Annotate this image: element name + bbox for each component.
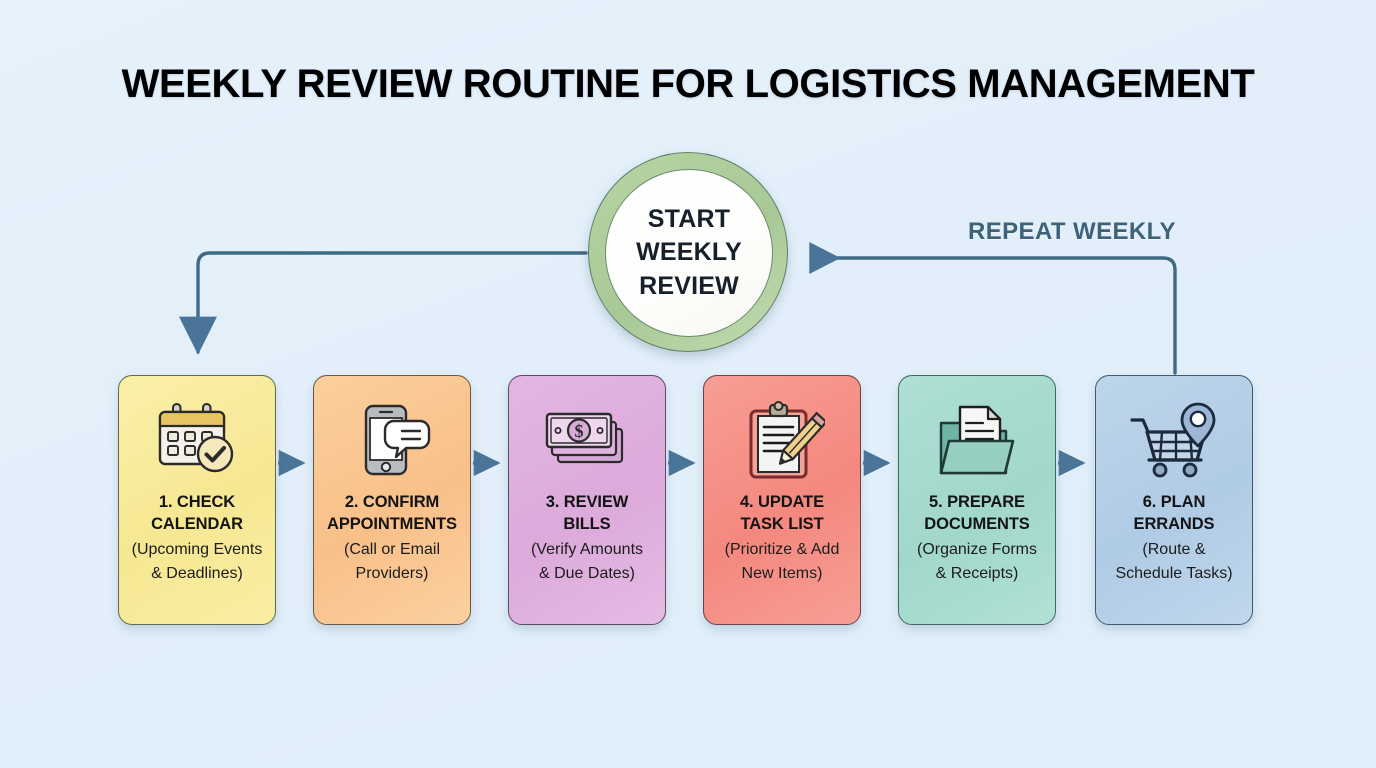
step-6-subtitle-line-2: Schedule Tasks) bbox=[1115, 565, 1233, 583]
step-5-title-line-1: 5. PREPARE bbox=[929, 493, 1025, 511]
calendar-check-icon bbox=[149, 398, 245, 484]
step-6-subtitle-line-1: (Route & bbox=[1142, 540, 1206, 558]
step-6-title-line-1: 6. PLAN bbox=[1142, 493, 1206, 511]
step-card-6-plan-errands[interactable]: 6. PLAN ERRANDS (Route & Schedule Tasks) bbox=[1095, 375, 1253, 625]
cart-location-icon bbox=[1126, 398, 1222, 484]
step-1-subtitle-line-2: & Deadlines) bbox=[151, 565, 243, 583]
step-1-subtitle-line-1: (Upcoming Events bbox=[131, 540, 263, 558]
step-2-title-line-1: 2. CONFIRM bbox=[344, 493, 440, 511]
step-5-subtitle-line-1: (Organize Forms bbox=[916, 540, 1038, 558]
start-weekly-review-node[interactable]: START WEEKLY REVIEW bbox=[588, 152, 788, 352]
step-5-subtitle-line-2: & Receipts) bbox=[935, 565, 1019, 583]
step-5-title-line-2: DOCUMENTS bbox=[924, 514, 1030, 533]
step-card-5-prepare-documents[interactable]: 5. PREPARE DOCUMENTS (Organize Forms & R… bbox=[898, 375, 1056, 625]
start-line-2: WEEKLY bbox=[636, 238, 742, 267]
step-2-title-line-2: APPOINTMENTS bbox=[327, 514, 457, 533]
step-card-1-check-calendar[interactable]: 1. CHECK CALENDAR (Upcoming Events & Dea… bbox=[118, 375, 276, 625]
start-node-inner: START WEEKLY REVIEW bbox=[605, 169, 773, 337]
step-card-4-update-task-list[interactable]: 4. UPDATE TASK LIST (Prioritize & Add Ne… bbox=[703, 375, 861, 625]
step-2-subtitle-line-2: Providers) bbox=[355, 565, 429, 583]
step-4-subtitle-line-1: (Prioritize & Add bbox=[724, 540, 840, 558]
folder-document-icon bbox=[929, 398, 1025, 484]
start-line-3: REVIEW bbox=[639, 271, 739, 300]
step-6-title-line-2: ERRANDS bbox=[1133, 514, 1215, 533]
repeat-weekly-label: REPEAT WEEKLY bbox=[968, 218, 1176, 245]
step-4-subtitle-line-2: New Items) bbox=[741, 565, 823, 583]
step-4-title-line-1: 4. UPDATE bbox=[739, 493, 825, 511]
page-title: WEEKLY REVIEW ROUTINE FOR LOGISTICS MANA… bbox=[121, 62, 1255, 106]
banknotes-dollar-icon: $ bbox=[539, 398, 635, 484]
step-card-3-review-bills[interactable]: $ 3. REVIEW BILLS (Verify Amounts & Due … bbox=[508, 375, 666, 625]
step-card-2-confirm-appointments[interactable]: 2. CONFIRM APPOINTMENTS (Call or Email P… bbox=[313, 375, 471, 625]
start-line-1: START bbox=[647, 204, 731, 233]
svg-text:$: $ bbox=[575, 421, 584, 441]
step-3-subtitle-line-2: & Due Dates) bbox=[538, 565, 636, 583]
step-3-title-line-1: 3. REVIEW bbox=[545, 493, 629, 511]
step-1-title-line-1: 1. CHECK bbox=[158, 493, 236, 511]
clipboard-pencil-icon bbox=[734, 398, 830, 484]
step-2-subtitle-line-1: (Call or Email bbox=[343, 540, 440, 558]
step-3-title-line-2: BILLS bbox=[563, 514, 611, 533]
step-3-subtitle-line-1: (Verify Amounts bbox=[530, 540, 644, 558]
phone-message-icon bbox=[344, 398, 440, 484]
step-4-title-line-2: TASK LIST bbox=[740, 514, 824, 533]
step-1-title-line-2: CALENDAR bbox=[151, 514, 243, 533]
